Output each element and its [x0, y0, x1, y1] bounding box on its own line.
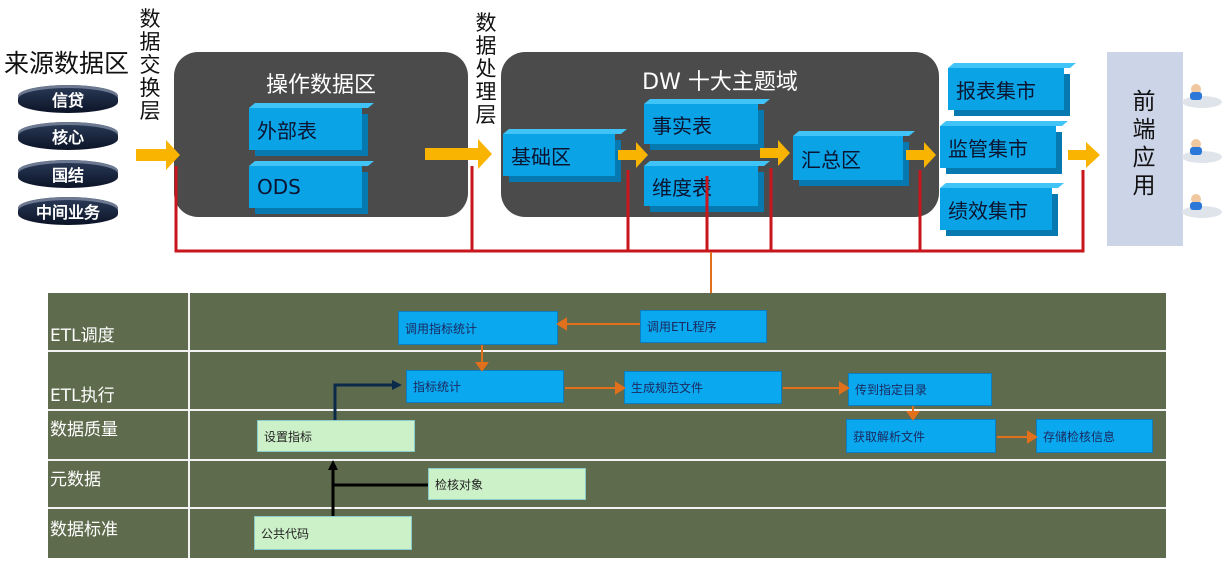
box-set-indicator: 设置指标	[257, 420, 415, 452]
box-check-object: 检核对象	[428, 468, 586, 500]
source-zone-title: 来源数据区	[4, 49, 130, 78]
user-icon	[1182, 84, 1222, 108]
source-guojie-db: 国结	[18, 160, 118, 188]
dw-summary-cube: 汇总区	[793, 136, 903, 180]
box-gen-file: 生成规范文件	[624, 371, 782, 404]
box-common-code: 公共代码	[254, 516, 412, 550]
process-grid: ETL调度 ETL执行 数据质量 元数据 数据标准	[48, 293, 1166, 558]
row-label-data-standard: 数据标准	[50, 520, 118, 540]
dw-base-cube: 基础区	[503, 134, 615, 176]
processing-layer-label: 数据处理层	[475, 11, 497, 127]
row-divider	[48, 409, 1166, 411]
row-divider	[48, 459, 1166, 461]
box-transfer-dir: 传到指定目录	[848, 373, 992, 406]
frontend-panel	[1107, 52, 1183, 246]
frontend-label: 前端应用	[1132, 89, 1156, 199]
exchange-layer-label: 数据交换层	[139, 7, 161, 123]
user-icon	[1182, 139, 1222, 163]
box-parse-file: 获取解析文件	[846, 419, 996, 453]
row-label-metadata: 元数据	[50, 470, 101, 490]
mart-regulatory-cube: 监管集市	[940, 126, 1056, 168]
user-icons	[1182, 84, 1222, 218]
ods-ods-cube: ODS	[249, 166, 362, 208]
box-indicator-stats: 指标统计	[406, 370, 564, 403]
box-call-etl: 调用ETL程序	[640, 310, 767, 343]
box-store-info: 存储检核信息	[1036, 419, 1153, 453]
row-label-data-quality: 数据质量	[50, 420, 118, 440]
dw-dimension-cube: 维度表	[644, 166, 758, 206]
row-divider	[48, 350, 1166, 352]
ods-waibu-cube: 外部表	[249, 108, 362, 150]
source-xindai-db: 信贷	[18, 85, 118, 113]
mart-performance-cube: 绩效集市	[940, 188, 1052, 230]
ods-zone-title: 操作数据区	[265, 73, 376, 98]
arrow-to-frontend	[1068, 142, 1100, 168]
grid-divider	[188, 293, 190, 558]
row-divider	[48, 507, 1166, 509]
row-label-etl-execute: ETL执行	[50, 386, 115, 406]
box-call-stats: 调用指标统计	[398, 311, 558, 345]
dw-fact-cube: 事实表	[644, 104, 758, 144]
row-label-etl-schedule: ETL调度	[50, 326, 115, 346]
user-icon	[1182, 194, 1222, 218]
dw-zone-title: DW 十大主题域	[642, 70, 798, 95]
source-zhongjian-db: 中间业务	[18, 197, 118, 225]
mart-report-cube: 报表集市	[948, 68, 1064, 110]
source-hexin-db: 核心	[18, 122, 118, 150]
